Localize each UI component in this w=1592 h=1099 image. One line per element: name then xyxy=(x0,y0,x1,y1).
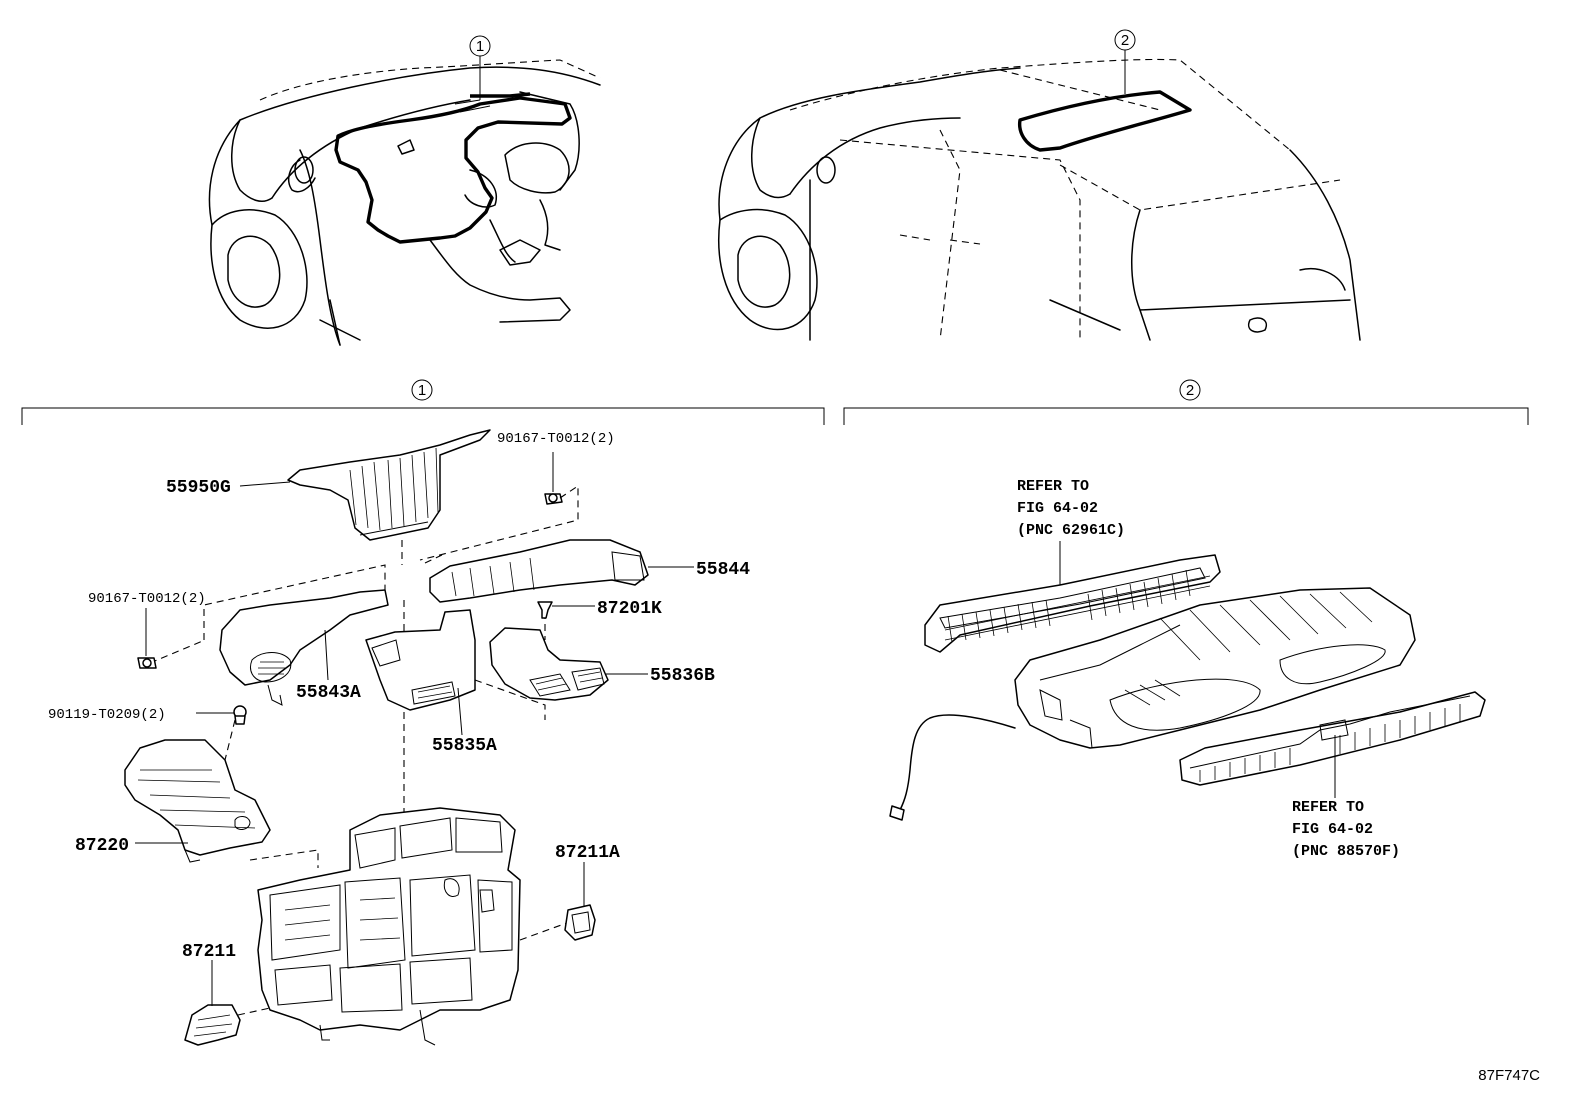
alignment-lines xyxy=(149,484,579,1016)
screw-90119 xyxy=(196,705,247,725)
vehicle-interior-illustration xyxy=(208,59,601,346)
callout-2-top: 2 xyxy=(1114,29,1136,94)
ref1-line2: FIG 64-02 xyxy=(1017,500,1098,517)
screw-90167-left xyxy=(137,608,157,669)
part-55835A-label: 55835A xyxy=(432,736,497,756)
sunroof-grille-drawing xyxy=(924,554,1221,653)
section-2-number: 2 xyxy=(1186,382,1194,399)
vehicle-exterior-illustration xyxy=(718,58,1361,341)
part-55843A-label: 55843A xyxy=(296,683,361,703)
callout-1-top: 1 xyxy=(469,35,491,100)
part-55836B-drawing xyxy=(489,627,609,701)
sunroof-housing-drawing xyxy=(1014,587,1416,749)
part-55835A-drawing xyxy=(365,609,476,711)
part-55836B-label: 55836B xyxy=(650,666,715,686)
section-1-bracket: 1 xyxy=(21,379,825,425)
section-2-bracket: 2 xyxy=(843,379,1529,425)
ref1-line3: (PNC 62961C) xyxy=(1017,522,1125,539)
part-55843A-drawing xyxy=(219,589,389,706)
part-55950G-drawing xyxy=(287,429,491,541)
drain-cable xyxy=(899,714,1016,811)
dashboard-duct-outline xyxy=(334,96,572,244)
part-87211A-drawing xyxy=(564,904,596,941)
ref2-line3: (PNC 88570F) xyxy=(1292,843,1400,860)
sunroof-outline xyxy=(1017,90,1192,152)
part-87220-label: 87220 xyxy=(75,836,129,856)
callout-2-number: 2 xyxy=(1121,32,1129,49)
interior-lamp-drawing xyxy=(1179,691,1486,786)
part-87211-label: 87211 xyxy=(182,942,236,962)
part-87211A-label: 87211A xyxy=(555,843,620,863)
part-90167-left-label: 90167-T0012(2) xyxy=(88,591,206,607)
part-87201K-drawing xyxy=(537,601,553,619)
hvac-unit-drawing xyxy=(257,807,521,1046)
part-55844-drawing xyxy=(429,539,649,603)
reference-88570F-text: REFER TO FIG 64-02 (PNC 88570F) xyxy=(1292,799,1400,860)
diagram-code: 87F747C xyxy=(1478,1067,1540,1084)
part-87220-drawing xyxy=(124,739,271,863)
reference-62961C-text: REFER TO FIG 64-02 (PNC 62961C) xyxy=(1017,478,1125,539)
part-55950G-label: 55950G xyxy=(166,478,231,498)
part-87211-drawing xyxy=(184,1004,241,1046)
part-90167-top-label: 90167-T0012(2) xyxy=(497,431,615,447)
part-90119-label: 90119-T0209(2) xyxy=(48,707,166,723)
ref2-line1: REFER TO xyxy=(1292,799,1364,816)
callout-1-number: 1 xyxy=(476,38,484,55)
part-55844-label: 55844 xyxy=(696,560,750,580)
ref2-line2: FIG 64-02 xyxy=(1292,821,1373,838)
part-87201K-label: 87201K xyxy=(597,599,662,619)
screw-90167-top xyxy=(544,452,563,505)
section-1-number: 1 xyxy=(418,382,426,399)
ref1-line1: REFER TO xyxy=(1017,478,1089,495)
